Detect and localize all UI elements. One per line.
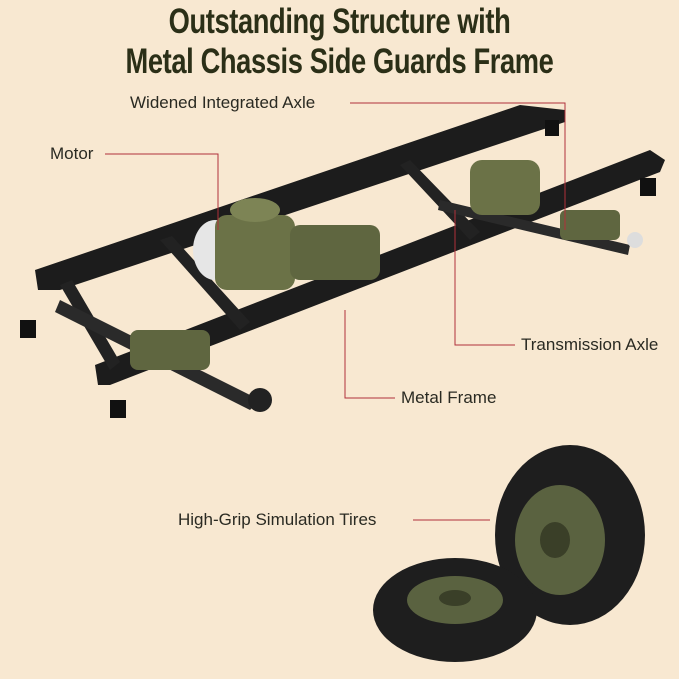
tire-upright [495, 445, 645, 625]
label-high-grip-tires: High-Grip Simulation Tires [178, 510, 377, 529]
motor-gearbox [130, 160, 643, 412]
leader-lines [105, 102, 566, 521]
label-transmission-axle: Transmission Axle [521, 335, 659, 354]
tire-flat [373, 558, 537, 662]
label-widened-integrated-axle: Widened Integrated Axle [130, 93, 316, 112]
headline-line-1: Outstanding Structure with [168, 2, 511, 41]
label-metal-frame: Metal Frame [401, 388, 497, 407]
headline-line-2: Metal Chassis Side Guards Frame [125, 42, 554, 81]
label-motor: Motor [50, 144, 94, 163]
